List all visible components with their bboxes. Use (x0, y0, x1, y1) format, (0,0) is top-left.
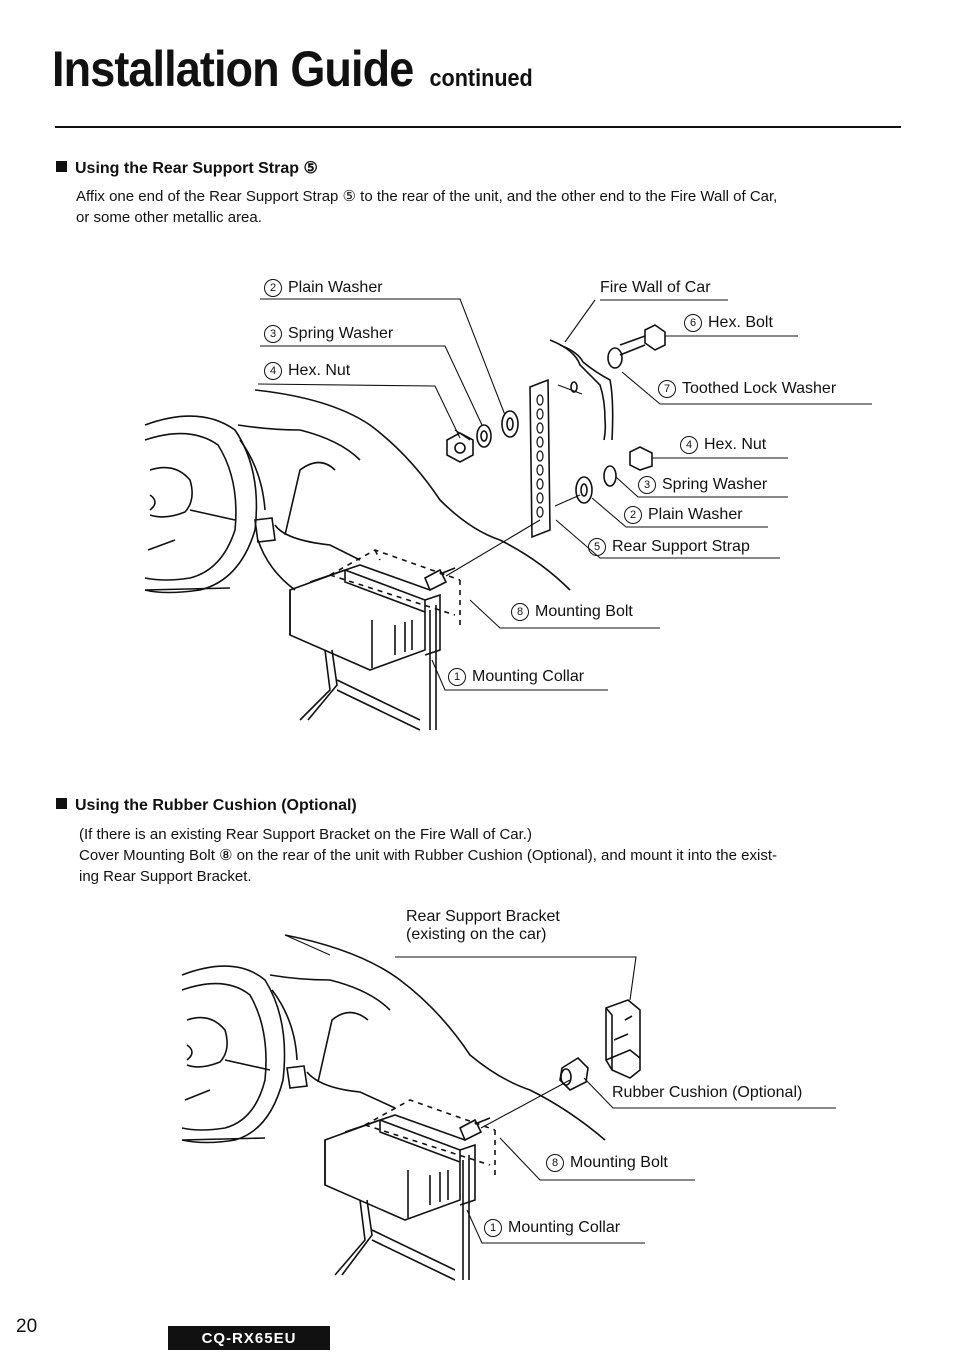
model-badge: CQ-RX65EU (168, 1326, 330, 1350)
small-washer-drawing (570, 381, 578, 393)
section1-line: Affix one end of the Rear Support Strap … (76, 188, 778, 205)
section-heading-text: Using the Rear Support Strap ⑤ (75, 160, 318, 177)
label-spring-washer-right: 3 Spring Washer (638, 476, 767, 494)
label-hex-nut-right: 4 Hex. Nut (680, 436, 766, 454)
callout-number: 2 (624, 506, 642, 524)
rear-support-strap-drawing (529, 378, 551, 539)
fire-wall-drawing (549, 339, 614, 441)
label-rear-support-strap: 5 Rear Support Strap (588, 538, 750, 556)
label-toothed-lock-washer: 7 Toothed Lock Washer (658, 380, 836, 398)
callout-text: Hex. Nut (704, 436, 767, 453)
callout-text: (existing on the car) (406, 926, 547, 943)
leader-lines-2 (284, 934, 836, 1244)
right-washer-group-drawing (575, 446, 653, 504)
label-hex-nut-left: 4 Hex. Nut (264, 362, 350, 380)
section-heading-rear-strap: Using the Rear Support Strap ⑤ (56, 158, 318, 178)
label-hex-bolt: 6 Hex. Bolt (684, 314, 773, 332)
callout-number: 8 (511, 603, 529, 621)
radio-unit-drawing (289, 564, 441, 731)
callout-text: Mounting Bolt (570, 1154, 668, 1171)
rear-support-strap-diagram (144, 298, 872, 731)
callout-text: Plain Washer (648, 506, 743, 523)
page-title: Installation Guide continued (52, 40, 533, 98)
callout-text: Mounting Bolt (535, 603, 633, 620)
dashboard-drawing (144, 389, 571, 591)
callout-text: Hex. Bolt (708, 314, 773, 331)
section-heading-text: Using the Rubber Cushion (Optional) (75, 797, 357, 814)
callout-number: 1 (484, 1219, 502, 1237)
callout-text: Mounting Collar (472, 668, 585, 685)
callout-number: 8 (546, 1154, 564, 1172)
section2-line: Cover Mounting Bolt ⑧ on the rear of the… (79, 847, 777, 864)
sleeve-dashed-outline (329, 549, 461, 625)
label-rear-support-bracket: Rear Support Bracket (existing on the ca… (406, 908, 560, 944)
callout-number: 1 (448, 668, 466, 686)
title-text: Installation Guide (52, 41, 414, 97)
label-mounting-bolt-2: 8 Mounting Bolt (546, 1154, 668, 1172)
leader-lines (257, 298, 872, 691)
callout-text: Spring Washer (662, 476, 768, 493)
rear-support-bracket-drawing (605, 999, 641, 1079)
callout-number: 6 (684, 314, 702, 332)
bullet-square-icon (56, 798, 67, 809)
label-fire-wall: Fire Wall of Car (600, 279, 711, 296)
rubber-cushion-diagram (181, 934, 836, 1281)
callout-number: 4 (680, 436, 698, 454)
section-heading-rubber-cushion: Using the Rubber Cushion (Optional) (56, 797, 357, 815)
section2-line: ing Rear Support Bracket. (79, 868, 252, 885)
callout-number: 7 (658, 380, 676, 398)
label-spring-washer-left: 3 Spring Washer (264, 325, 393, 343)
section2-paragraph: (If there is an existing Rear Support Br… (79, 824, 777, 887)
steering-wheel-drawing-2 (181, 965, 286, 1144)
callout-text: Plain Washer (288, 279, 383, 296)
toothed-washer-drawing (607, 347, 623, 369)
section1-line: or some other metallic area. (76, 209, 262, 226)
callout-number: 3 (264, 325, 282, 343)
header-rule (55, 126, 901, 128)
mounting-bolt-drawing-2 (458, 1117, 491, 1142)
page-number: 20 (16, 1316, 38, 1337)
dashboard-drawing-2 (181, 934, 606, 1141)
bullet-square-icon (56, 161, 67, 172)
radio-unit-drawing-2 (324, 1114, 476, 1281)
callout-text: Rear Support Bracket (406, 908, 560, 925)
rubber-cushion-drawing (559, 1056, 589, 1091)
label-plain-washer-right: 2 Plain Washer (624, 506, 743, 524)
callout-text: Hex. Nut (288, 362, 351, 379)
hex-bolt-drawing (619, 324, 666, 356)
label-plain-washer-left: 2 Plain Washer (264, 279, 383, 297)
callout-number: 5 (588, 538, 606, 556)
section1-paragraph: Affix one end of the Rear Support Strap … (76, 186, 777, 228)
label-mounting-collar-2: 1 Mounting Collar (484, 1219, 620, 1237)
callout-number: 4 (264, 362, 282, 380)
callout-number: 2 (264, 279, 282, 297)
label-mounting-bolt: 8 Mounting Bolt (511, 603, 633, 621)
callout-text: Toothed Lock Washer (682, 380, 837, 397)
section2-line: (If there is an existing Rear Support Br… (79, 826, 532, 843)
callout-text: Spring Washer (288, 325, 394, 342)
title-continued: continued (429, 65, 533, 92)
label-mounting-collar: 1 Mounting Collar (448, 668, 584, 686)
callout-text: Rear Support Strap (612, 538, 750, 555)
callout-number: 3 (638, 476, 656, 494)
sleeve-dashed-outline-2 (364, 1099, 496, 1175)
callout-text: Mounting Collar (508, 1219, 621, 1236)
label-rubber-cushion: Rubber Cushion (Optional) (612, 1084, 803, 1101)
mounting-bolt-drawing (423, 567, 456, 592)
